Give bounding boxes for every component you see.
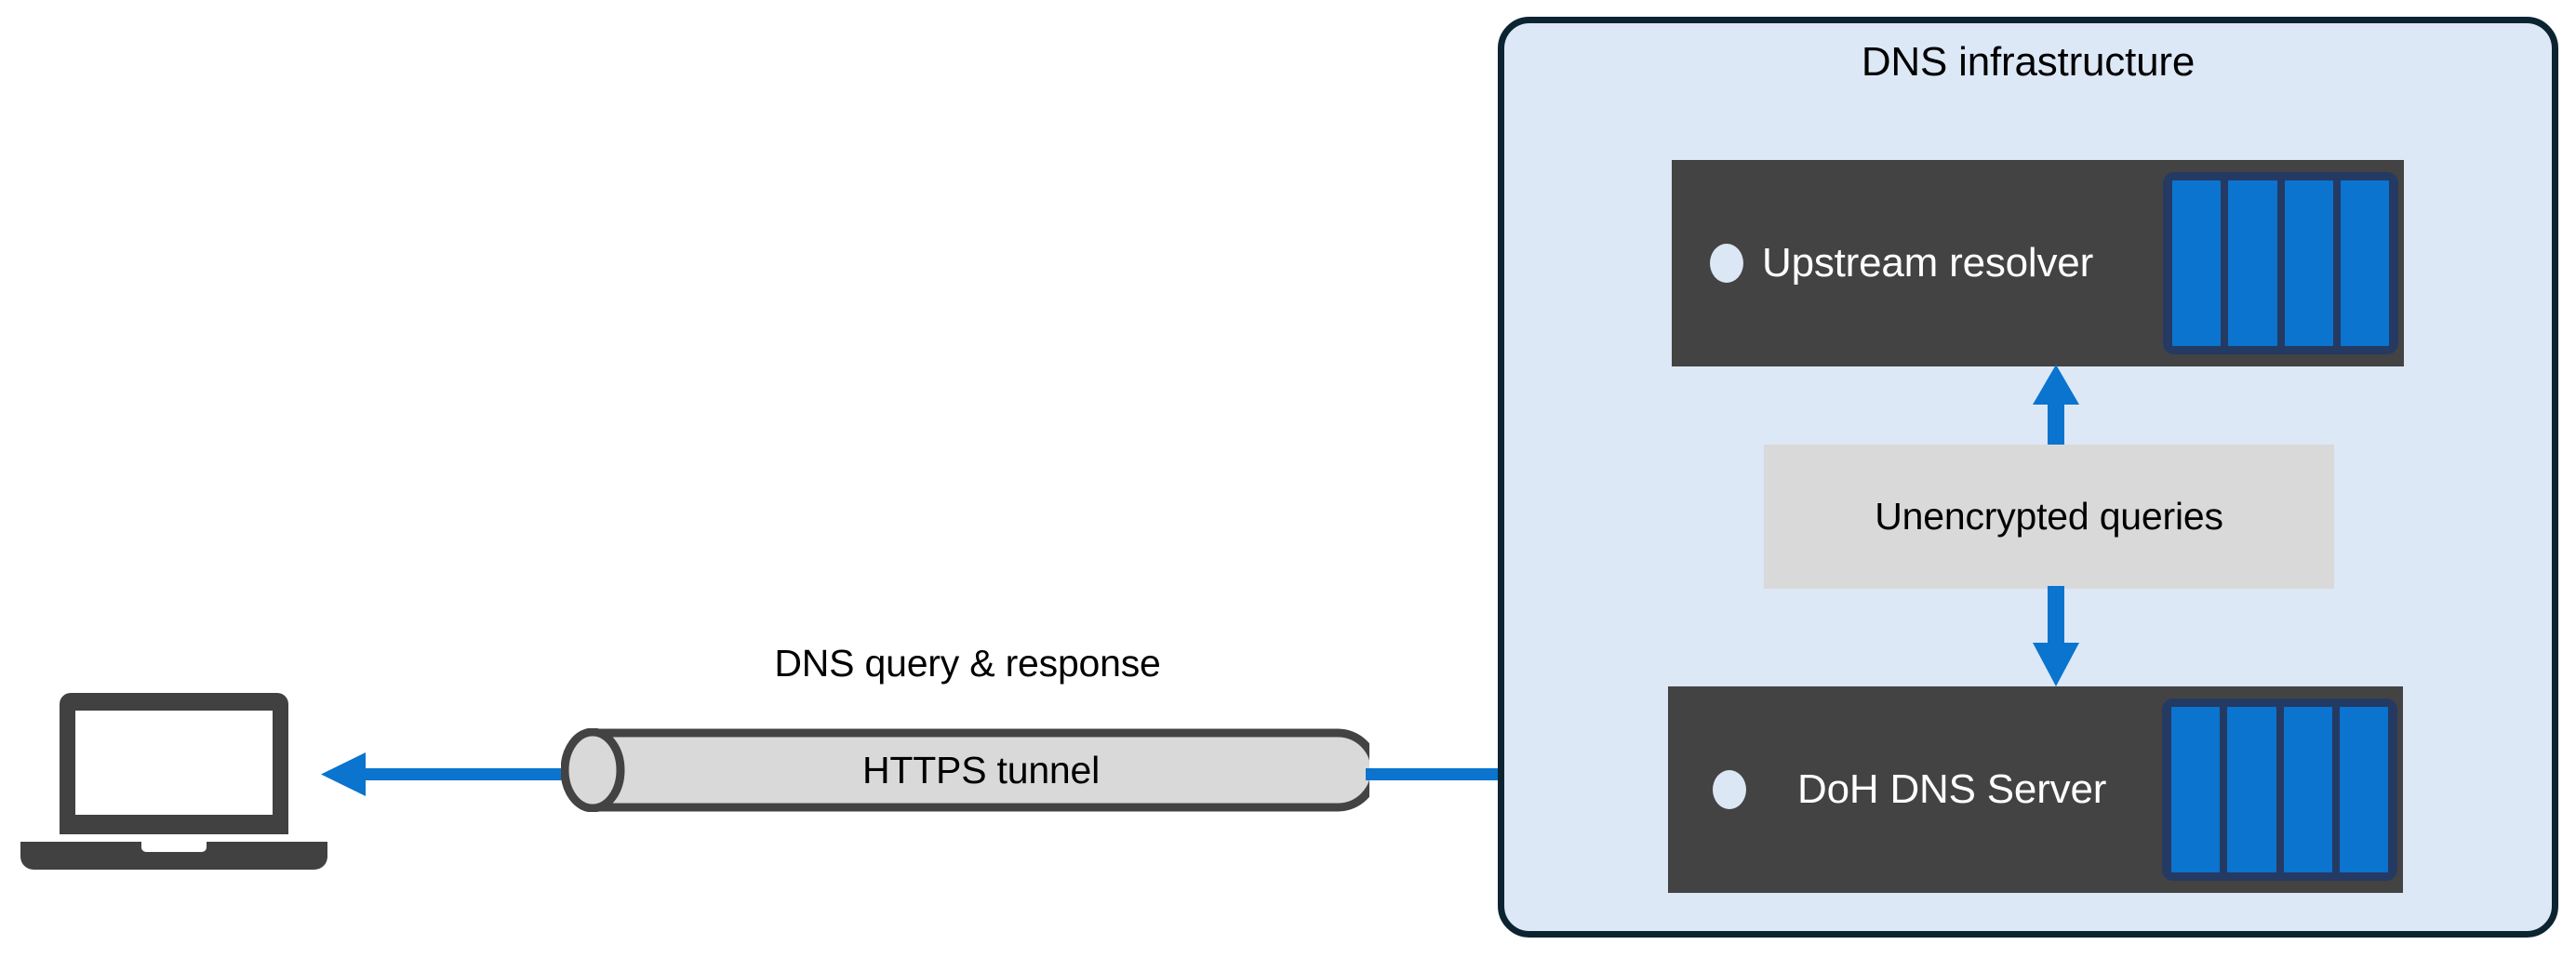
upstream-resolver-label: Upstream resolver [1762, 240, 2094, 286]
https-tunnel-shape [561, 728, 1369, 812]
dns-query-response-label: DNS query & response [774, 642, 1161, 685]
doh-dns-server-label: DoH DNS Server [1797, 766, 2107, 812]
drive-bay-icon [2283, 707, 2332, 872]
https-tunnel-label: HTTPS tunnel [861, 748, 1101, 792]
doh-dns-server-node[interactable]: DoH DNS Server [1668, 686, 2403, 893]
drive-bay-group [2162, 699, 2397, 881]
arrow-left-icon [321, 752, 591, 796]
unencrypted-queries-note: Unencrypted queries [1764, 445, 2334, 589]
drive-bay-icon [2228, 180, 2277, 346]
drive-bay-icon [2339, 707, 2388, 872]
unencrypted-queries-label: Unencrypted queries [1875, 495, 2223, 538]
arrow-down-icon [2033, 586, 2079, 686]
drive-bay-icon [2171, 707, 2221, 872]
status-dot-icon [1710, 244, 1743, 283]
drive-bay-icon [2284, 180, 2333, 346]
dns-infrastructure-title: DNS infrastructure [1861, 39, 2196, 85]
drive-bay-icon [2227, 707, 2276, 872]
drive-bay-icon [2340, 180, 2389, 346]
drive-bay-group [2163, 172, 2398, 354]
laptop-icon [20, 693, 327, 870]
drive-bay-icon [2172, 180, 2222, 346]
upstream-resolver-node[interactable]: Upstream resolver [1672, 160, 2404, 366]
status-dot-icon [1713, 770, 1746, 809]
arrow-up-icon [2033, 365, 2079, 448]
